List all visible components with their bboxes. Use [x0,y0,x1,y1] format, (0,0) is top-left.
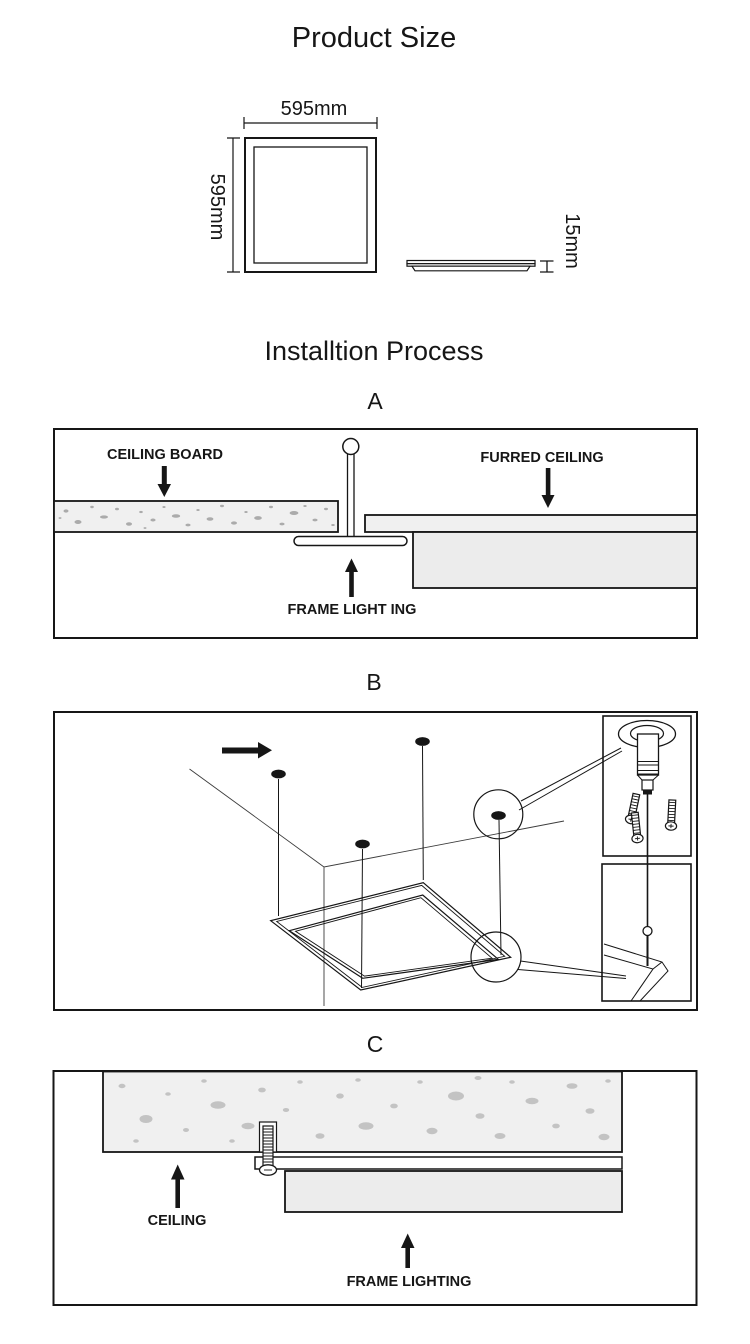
ceiling-board-speckles [58,504,335,529]
t-bar-suspension [293,437,408,547]
furred-ceiling-panel [364,514,698,533]
callout-circle-corner [470,931,627,983]
screw-icon [628,811,645,844]
anchor-detail-box [602,715,692,857]
ceiling-board [53,500,339,533]
ceiling-label: CEILING [148,1213,207,1229]
wire-attachment-detail-box [601,863,692,1002]
recessed-block [412,531,698,589]
frame-lighting-block [284,1170,623,1213]
ceiling-corner-lines [189,768,565,1006]
ceiling-slab [102,1070,623,1153]
step-b-heading: B [366,669,381,695]
step-b-diagram [53,711,698,1011]
frame-perspective [269,882,513,991]
width-dimension-label: 595mm [281,98,348,120]
ceiling-anchor-dots [271,737,506,849]
up-arrow-ceiling [171,1164,185,1208]
direction-arrow-right [222,742,272,759]
down-arrow-furred-ceiling [541,468,555,508]
up-arrow-frame-lighting-c [401,1233,415,1268]
height-dimension-line [227,137,240,273]
step-c-diagram: CEILING FRAME LIGHTING [52,1070,698,1306]
product-size-title: Product Size [292,22,456,54]
frame-lighting-label-a: FRAME LIGHT ING [288,602,417,618]
step-a-diagram: CEILING BOARD FURRED C [53,428,698,639]
anchor-cylinder [636,733,660,776]
screw-icon [664,799,679,832]
anchor-tip [643,790,652,795]
height-dimension-label: 595mm [206,174,228,241]
down-arrow-ceiling-board [157,466,171,497]
ceiling-slab-speckles [118,1076,611,1143]
frame-lighting-label-c: FRAME LIGHTING [347,1274,472,1290]
width-dimension-line [243,117,378,129]
callout-circle-anchor [473,747,623,840]
panel-side-view [406,259,536,272]
step-c-heading: C [367,1031,384,1057]
step-a-heading: A [367,388,383,414]
panel-front-view [244,137,377,273]
up-arrow-frame-lighting [345,558,358,597]
panel-corner-lines [603,943,669,1002]
thickness-dimension-line [540,260,554,273]
installation-title: Installtion Process [264,336,483,366]
frame-rail [254,1156,623,1170]
wire-loop [642,925,653,937]
fixing-screw [258,1121,278,1176]
ceiling-board-label: CEILING BOARD [107,447,223,463]
furred-ceiling-label: FURRED CEILING [480,450,603,466]
product-size-section: Product Size 595mm 595mm 15mm [206,22,583,273]
thickness-dimension-label: 15mm [561,213,583,269]
